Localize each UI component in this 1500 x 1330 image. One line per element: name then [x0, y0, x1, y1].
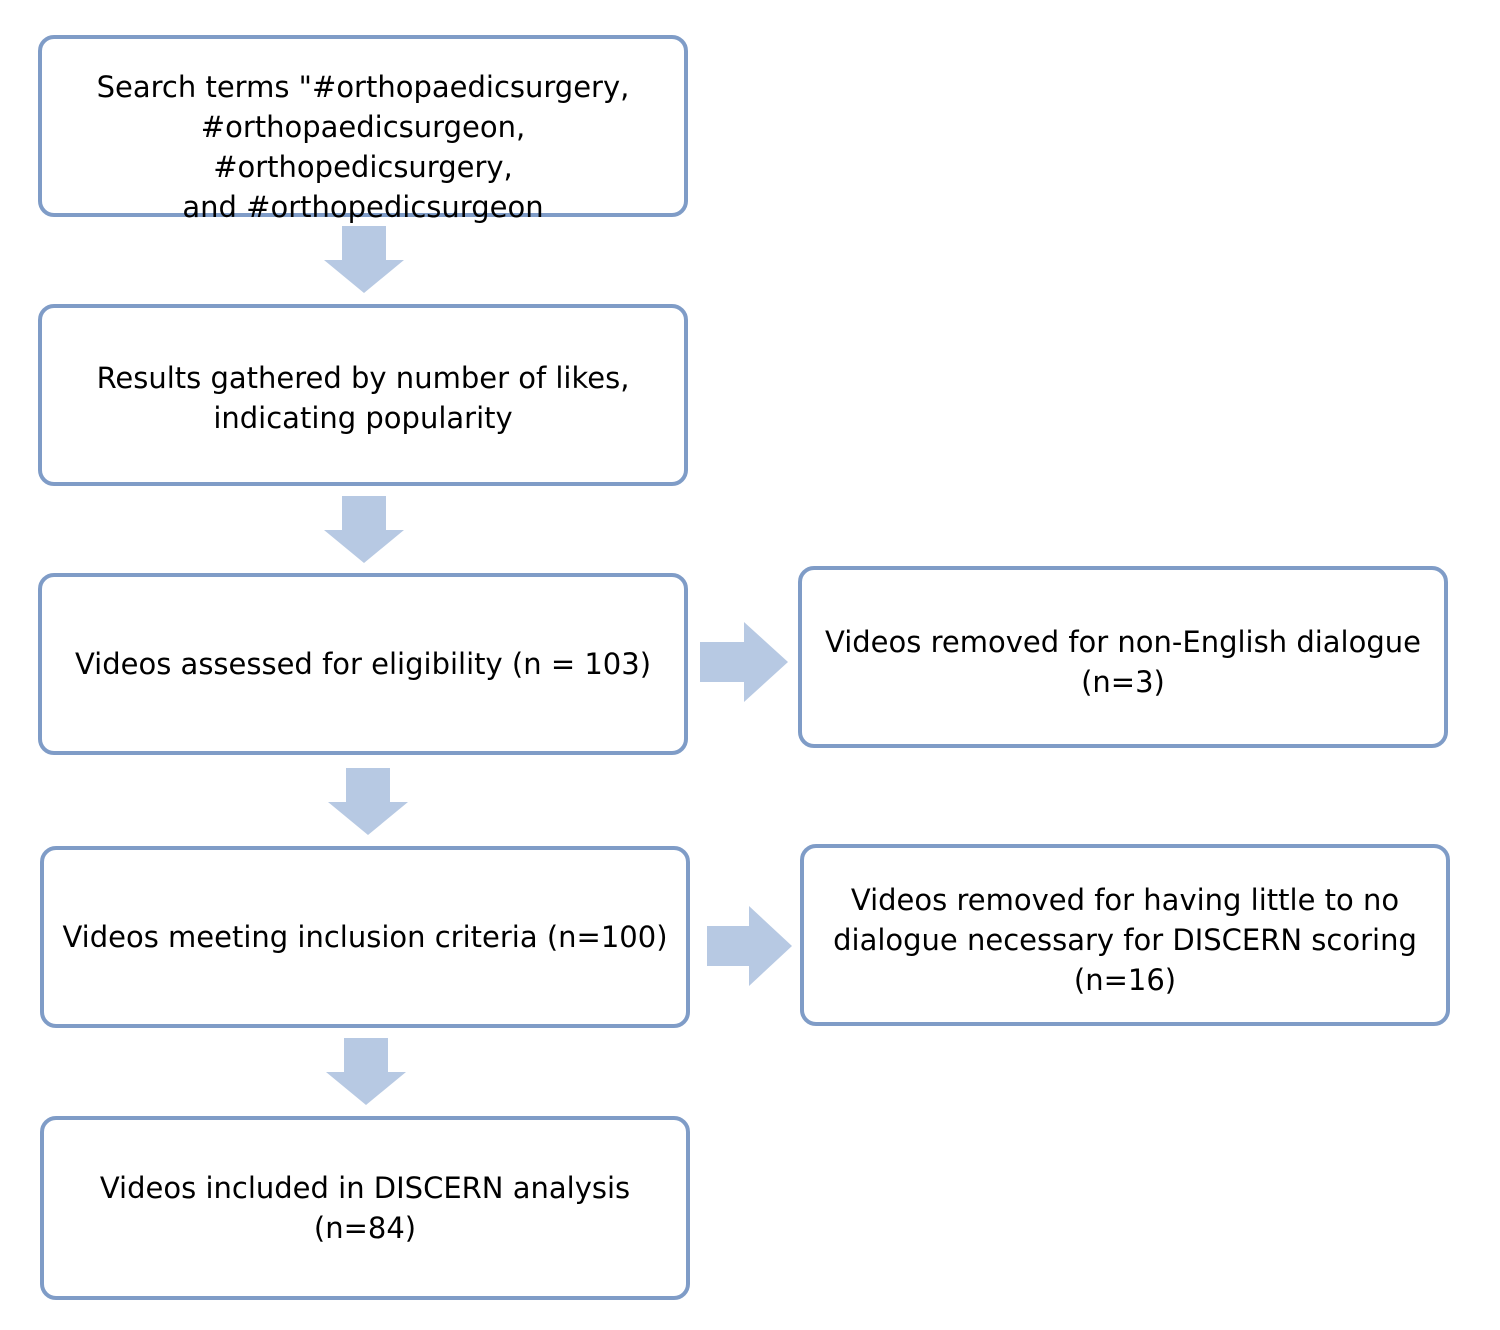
search-terms-line-2: #orthopaedicsurgeon, #orthopedicsurgery, — [200, 110, 526, 184]
removed-non-english-line-1: Videos removed for non-English dialogue — [825, 625, 1421, 659]
arrow-down-3 — [328, 768, 408, 835]
search-terms-line-3: and #orthopedicsurgeon — [182, 190, 544, 224]
videos-meeting-criteria-box: Videos meeting inclusion criteria (n=100… — [40, 846, 690, 1028]
removed-non-english-line-2: (n=3) — [1081, 665, 1165, 699]
arrow-down-2 — [324, 496, 404, 563]
search-terms-box: Search terms "#orthopaedicsurgery, #orth… — [38, 35, 688, 224]
removed-little-dialogue-line-1: Videos removed for having little to no — [850, 883, 1400, 917]
removed-little-dialogue-box: Videos removed for having little to no d… — [800, 844, 1450, 1026]
videos-meeting-criteria-label: Videos meeting inclusion criteria (n=100… — [62, 920, 668, 954]
search-terms-line-1: Search terms "#orthopaedicsurgery, — [96, 70, 630, 104]
removed-non-english-box: Videos removed for non-English dialogue … — [798, 566, 1448, 748]
results-gathered-box: Results gathered by number of likes, ind… — [38, 304, 688, 486]
results-gathered-line-1: Results gathered by number of likes, — [96, 361, 630, 395]
videos-assessed-box: Videos assessed for eligibility (n = 103… — [38, 573, 688, 755]
videos-assessed-label: Videos assessed for eligibility (n = 103… — [74, 647, 652, 681]
arrow-down-1 — [324, 226, 404, 293]
removed-little-dialogue-line-3: (n=16) — [1073, 963, 1177, 997]
videos-included-label: Videos included in DISCERN analysis (n=8… — [99, 1171, 631, 1245]
arrow-right-2 — [707, 906, 792, 986]
removed-little-dialogue-line-2: dialogue necessary for DISCERN scoring — [833, 923, 1417, 957]
results-gathered-line-2: indicating popularity — [213, 401, 513, 435]
arrow-right-1 — [700, 622, 788, 702]
videos-included-box: Videos included in DISCERN analysis (n=8… — [40, 1116, 690, 1300]
arrow-down-4 — [326, 1038, 406, 1105]
